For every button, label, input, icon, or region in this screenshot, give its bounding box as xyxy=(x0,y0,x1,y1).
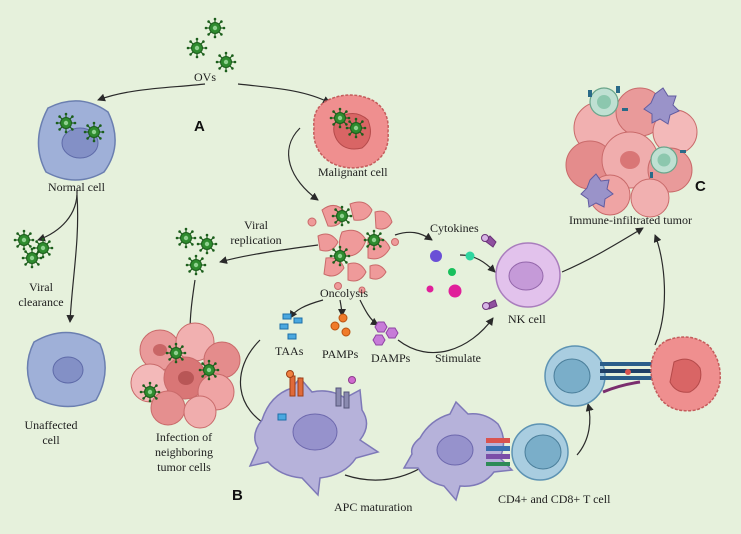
virus-icon xyxy=(196,233,218,255)
virus-icon xyxy=(139,381,161,403)
virus-icon xyxy=(345,117,367,139)
cytokines-group xyxy=(426,250,475,298)
normal-cell-label: Normal cell xyxy=(48,180,105,194)
viral-clearance-label: Viral clearance xyxy=(18,280,64,309)
virus-icon xyxy=(21,247,43,269)
arrow-pamps xyxy=(337,299,346,317)
virus-icon xyxy=(331,205,353,227)
apc-cell xyxy=(248,376,380,497)
infection-label: Infection of neighboring tumor cells xyxy=(155,430,213,474)
normal-cell xyxy=(37,100,116,181)
apc-receptors xyxy=(286,370,356,409)
damps-label: DAMPs xyxy=(371,351,411,365)
virus-icon xyxy=(55,112,77,134)
immune-infiltrated-tumor-label: Immune-infiltrated tumor xyxy=(569,213,692,227)
malignant-cell-label: Malignant cell xyxy=(318,165,388,179)
apc-maturation-label: APC maturation xyxy=(334,500,413,514)
ovs-label: OVs xyxy=(194,70,217,84)
replicated-virus-group xyxy=(175,227,218,276)
synapse-receptors-2 xyxy=(600,362,658,394)
virus-icon xyxy=(83,121,105,143)
pamps-label: PAMPs xyxy=(322,347,359,361)
t-cell-label: CD4+ and CD8+ T cell xyxy=(498,492,611,506)
taas-label: TAAs xyxy=(275,344,304,358)
arrow-to-normal-cell xyxy=(97,83,206,102)
virus-icon xyxy=(13,229,35,251)
virus-icon xyxy=(363,229,385,251)
virus-icon xyxy=(204,17,226,39)
t-cell xyxy=(511,423,569,481)
arrow-nk-to-tumor xyxy=(561,227,644,273)
mature-apc-cell xyxy=(402,400,514,502)
arrow-t-to-tumor xyxy=(653,234,666,346)
taas-icons xyxy=(279,313,303,340)
arrow-to-malignant-cell xyxy=(237,83,331,104)
panel-b-label: B xyxy=(232,487,243,504)
arrow-unaffected xyxy=(66,194,79,323)
virus-icon xyxy=(186,37,208,59)
panel-a-label: A xyxy=(194,118,205,135)
virus-icon xyxy=(329,245,351,267)
arrow-to-nk xyxy=(459,254,496,273)
arrow-stimulate xyxy=(397,317,494,354)
damps-icons xyxy=(372,321,399,346)
arrow-to-oncolysis xyxy=(288,127,319,201)
panel-c-label: C xyxy=(695,178,706,195)
oncolysis-fragments xyxy=(307,201,399,294)
ov-virus-group xyxy=(186,17,237,73)
pamps-icons xyxy=(330,313,351,337)
nk-cell xyxy=(481,234,561,310)
arrow-cytokines xyxy=(394,231,433,241)
arrow-viral-replication xyxy=(219,244,319,264)
malignant-cell xyxy=(313,94,389,169)
virus-icon xyxy=(175,227,197,249)
viral-replication-label: Viral replication xyxy=(230,218,282,247)
synapse-receptors-1 xyxy=(486,438,510,466)
virus-icon xyxy=(165,342,187,364)
virus-icon xyxy=(215,51,237,73)
virus-icon xyxy=(185,254,207,276)
virus-icon xyxy=(329,107,351,129)
infiltrating-immune-cells xyxy=(580,86,686,208)
arrow-taas xyxy=(289,299,324,319)
arrow-viral-clearance xyxy=(37,189,78,242)
arrow-damps xyxy=(359,299,379,326)
cytokines-label: Cytokines xyxy=(430,221,479,235)
virus-icon xyxy=(198,359,220,381)
unaffected-cell xyxy=(26,331,106,408)
oncolysis-label: Oncolysis xyxy=(320,286,368,300)
nk-cell-label: NK cell xyxy=(508,312,546,326)
arrow-t-cell-activation xyxy=(576,403,594,456)
neighboring-tumor-cluster xyxy=(130,322,241,429)
stimulate-label: Stimulate xyxy=(435,351,481,365)
activated-t-cell xyxy=(544,345,606,407)
target-tumor-cell xyxy=(650,336,721,412)
unaffected-cell-label: Unaffected cell xyxy=(24,418,78,447)
